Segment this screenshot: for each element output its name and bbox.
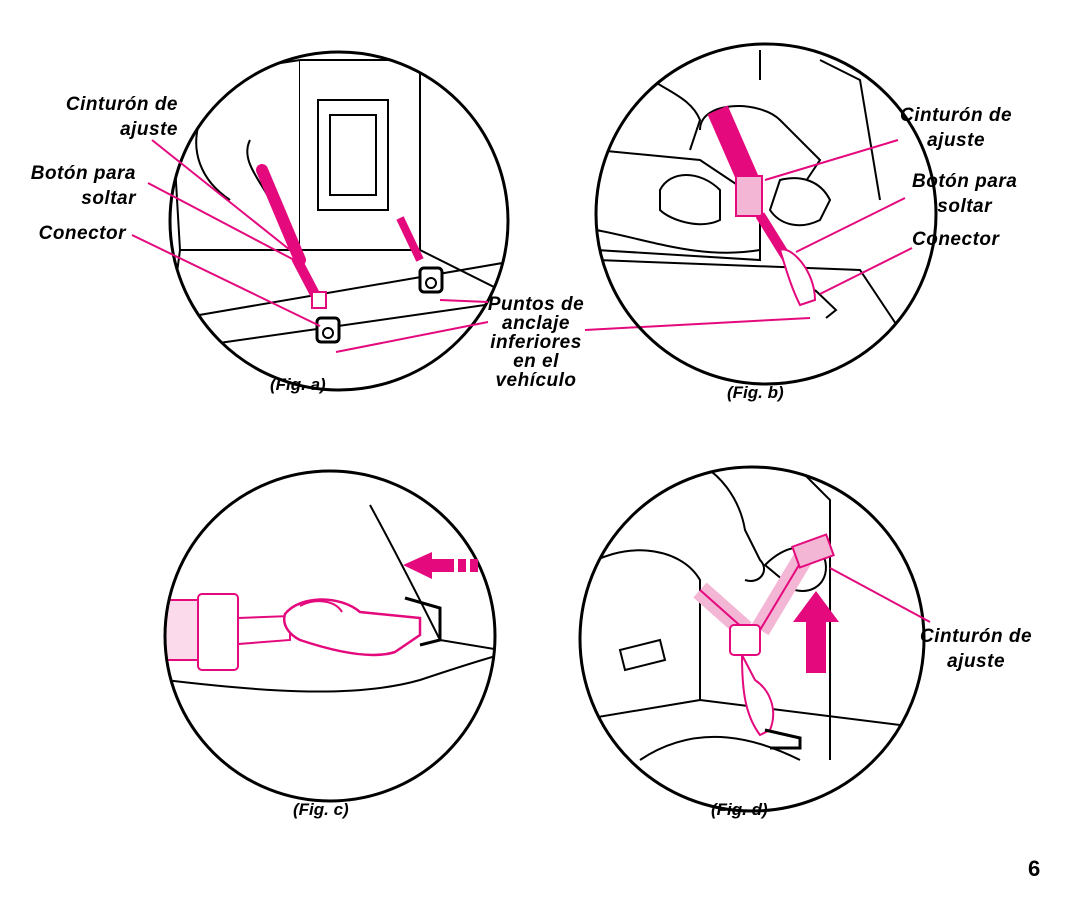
figure-a-right-latch bbox=[396, 216, 444, 294]
fig-b-caption: (Fig. b) bbox=[727, 383, 784, 402]
fig-a-release-button-label: Botón para soltar bbox=[30, 163, 136, 209]
fig-a-tightening-strap-label: Cinturón de ajuste bbox=[65, 94, 178, 140]
page-number: 6 bbox=[1028, 856, 1041, 881]
figure-c-push-arrow bbox=[403, 552, 478, 579]
figure-a-left-latch bbox=[256, 164, 341, 344]
fig-d-caption: (Fig. d) bbox=[711, 800, 768, 819]
figure-d-scene bbox=[580, 467, 924, 761]
fig-b-release-button-label: Botón para soltar bbox=[912, 171, 1018, 217]
figure-b-leader-lines bbox=[764, 139, 913, 295]
figure-b-scene bbox=[596, 50, 901, 331]
fig-b-tightening-strap-label: Cinturón de ajuste bbox=[900, 105, 1013, 151]
fig-a-connector-label: Conector bbox=[38, 223, 126, 244]
figure-c-scene bbox=[165, 504, 495, 693]
fig-b-connector-label: Conector bbox=[912, 229, 1000, 250]
figure-d-pull-arrow bbox=[793, 591, 839, 673]
figure-d-latch bbox=[693, 533, 835, 750]
figure-a-leader-lines bbox=[131, 139, 811, 353]
fig-a-caption: (Fig. a) bbox=[270, 375, 326, 394]
lower-anchors-label: Puntos de anclaje inferiores en el vehíc… bbox=[487, 294, 585, 391]
figure-c-latch bbox=[165, 593, 442, 671]
fig-d-tightening-strap-label: Cinturón de ajuste bbox=[920, 626, 1033, 672]
figure-b-latch bbox=[707, 105, 838, 319]
fig-c-caption: (Fig. c) bbox=[293, 800, 349, 819]
figure-d-leader-lines bbox=[829, 567, 931, 623]
